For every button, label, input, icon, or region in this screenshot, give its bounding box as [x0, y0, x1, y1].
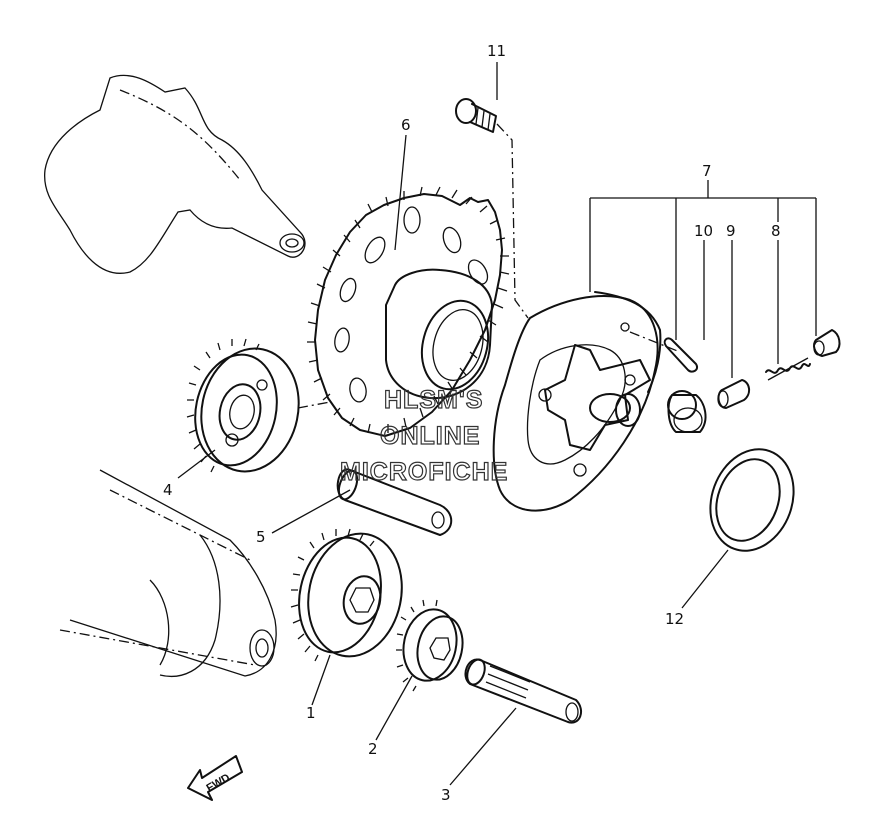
clutch-housing-part-7	[492, 291, 681, 512]
leader-lines	[177, 62, 729, 786]
callout-7: 7	[702, 162, 712, 180]
large-gear-part-6	[307, 186, 510, 437]
callout-2: 2	[368, 740, 378, 758]
callout-6: 6	[401, 116, 411, 134]
spring-cap	[813, 329, 841, 357]
washer-part-12	[709, 448, 795, 552]
idler-gear-part-4	[186, 338, 331, 473]
spring-part-8	[765, 357, 811, 381]
callout-11: 11	[487, 42, 506, 60]
watermark-line-1: HLSM'S	[384, 386, 483, 414]
starter-motor-housing	[59, 469, 277, 677]
callout-5: 5	[256, 528, 266, 546]
shaft-part-5	[336, 468, 453, 536]
small-gear-part-2	[396, 599, 464, 692]
bolt-part-11	[455, 98, 529, 319]
group-bracket-7	[589, 180, 817, 378]
watermark-line-2: ONLINE	[380, 422, 480, 450]
callout-4: 4	[163, 481, 173, 499]
pin-part-10	[663, 337, 698, 373]
callout-12: 12	[665, 610, 684, 628]
roller	[667, 390, 707, 433]
callout-9: 9	[726, 222, 736, 240]
crankshaft-part	[44, 74, 306, 274]
forward-arrow-icon: FWD	[187, 755, 243, 801]
callout-1: 1	[306, 704, 316, 722]
watermark-line-3: MICROFICHE	[340, 458, 508, 486]
forward-arrow-label: FWD	[205, 772, 233, 795]
splined-shaft-part-3	[464, 658, 583, 724]
callout-10: 10	[694, 222, 713, 240]
callout-8: 8	[771, 222, 781, 240]
starter-gear-part-1	[290, 528, 403, 662]
callout-3: 3	[441, 786, 451, 804]
plunger-part-9	[717, 379, 750, 409]
